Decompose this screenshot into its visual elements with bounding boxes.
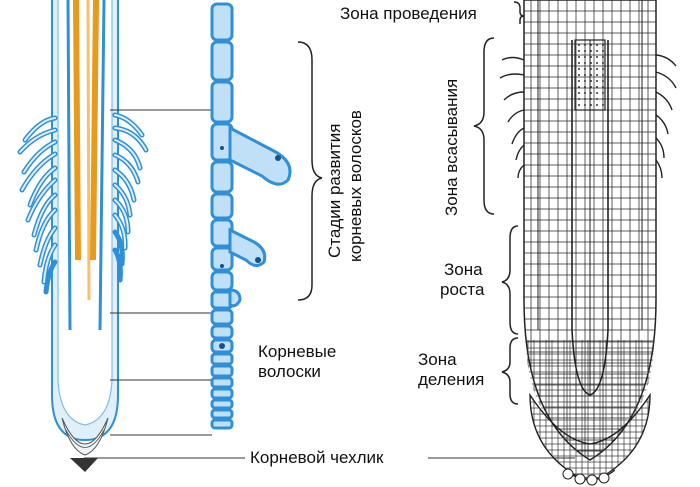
label-root-hairs-line2: волоски <box>258 362 321 381</box>
label-division-zone-line2: деления <box>418 370 485 389</box>
label-hair-stages-line1: Стадии развития <box>325 123 344 259</box>
label-hair-stages-line2: корневых волосков <box>346 110 365 262</box>
root-whole-drawing <box>17 0 149 472</box>
label-conduction-zone: Зона проведения <box>340 4 477 23</box>
leader-lines <box>84 109 575 459</box>
label-growth-zone-line2: роста <box>440 280 485 299</box>
hair-stages-brace <box>297 41 323 301</box>
root-section-drawing <box>499 0 677 486</box>
label-root-cap: Корневой чехлик <box>250 448 384 467</box>
label-division-zone-line1: Зона <box>418 350 457 369</box>
epidermis-cell-column <box>210 2 292 430</box>
zone-braces <box>473 1 525 405</box>
cell-nuclei <box>219 146 281 349</box>
label-root-hairs-line1: Корневые <box>258 342 337 361</box>
label-absorption-zone: Зона всасывания <box>442 78 461 216</box>
label-growth-zone-line1: Зона <box>444 260 483 279</box>
